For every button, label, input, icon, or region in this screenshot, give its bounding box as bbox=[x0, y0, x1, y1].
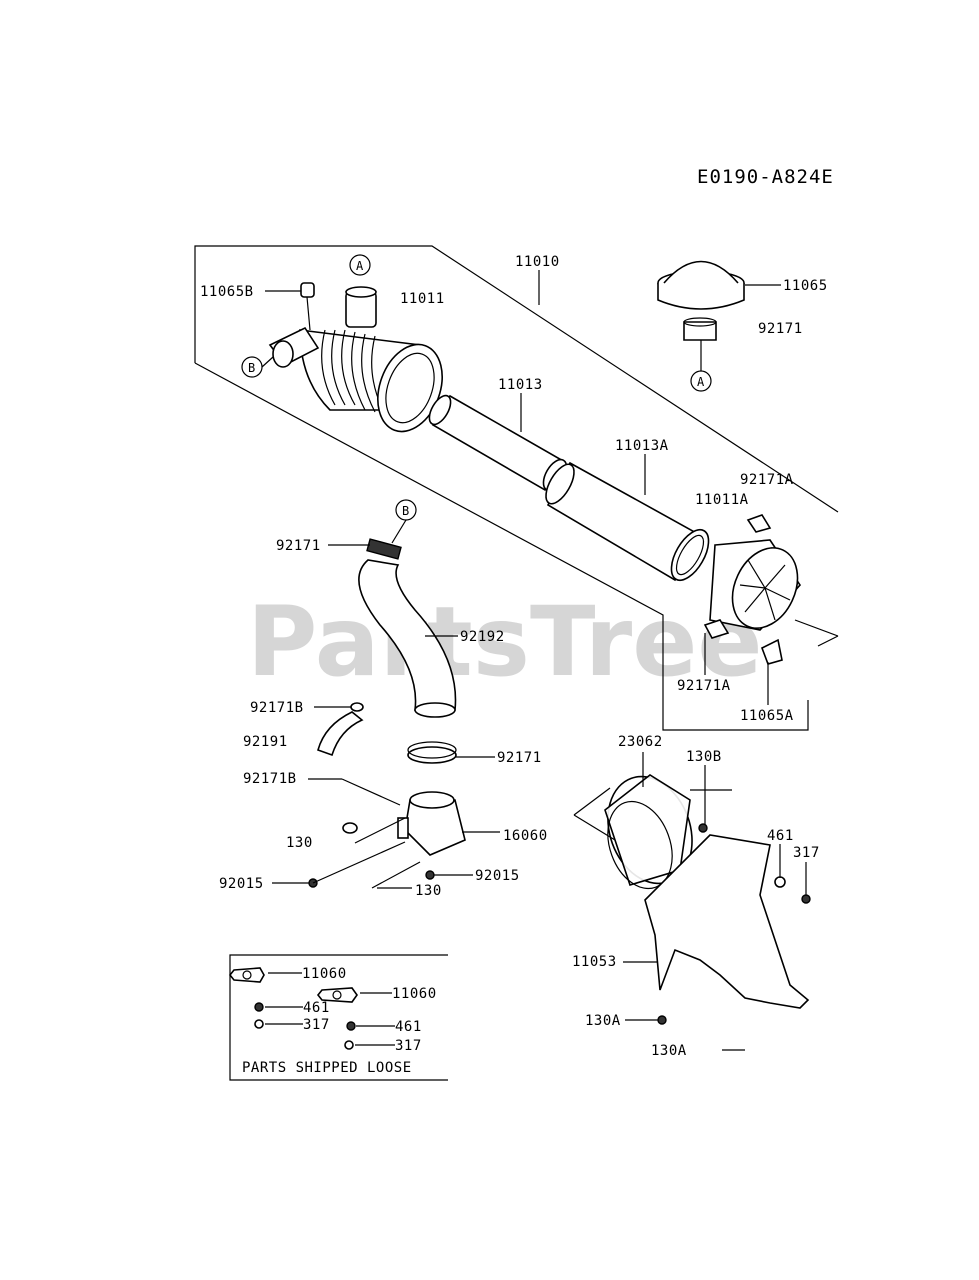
bolt-130-upper bbox=[354, 817, 406, 844]
primary-filter-element bbox=[428, 394, 568, 492]
box-label-461-1: 461 bbox=[303, 1000, 330, 1016]
box-label-461-2: 461 bbox=[395, 1019, 422, 1035]
label-11013a: 11013A bbox=[615, 438, 669, 454]
hose-end bbox=[414, 702, 456, 718]
nut-92015-right bbox=[425, 870, 435, 880]
breather-hose bbox=[317, 711, 364, 757]
label-317: 317 bbox=[793, 845, 820, 861]
label-130a-2: 130A bbox=[651, 1043, 687, 1059]
label-11065b: 11065B bbox=[200, 284, 254, 300]
callout-a-top: A bbox=[349, 254, 371, 276]
label-92015-1: 92015 bbox=[219, 876, 264, 892]
label-92192: 92192 bbox=[460, 629, 505, 645]
leader-lines bbox=[265, 270, 807, 1021]
label-92191: 92191 bbox=[243, 734, 288, 750]
label-11011: 11011 bbox=[400, 291, 445, 307]
bolt-130-lower bbox=[371, 861, 421, 889]
label-92171-b: 92171 bbox=[276, 538, 321, 554]
box-label-11060-1: 11060 bbox=[302, 966, 347, 982]
label-92171a-bottom: 92171A bbox=[677, 678, 731, 694]
intake-elbow bbox=[397, 791, 466, 856]
air-cleaner-cover bbox=[703, 514, 802, 665]
svg-text:B: B bbox=[402, 504, 409, 518]
bolt-130a-1-icon bbox=[657, 1015, 667, 1025]
callout-a-right: A bbox=[690, 370, 712, 392]
label-11053: 11053 bbox=[572, 954, 617, 970]
label-92171-top: 92171 bbox=[758, 321, 803, 337]
cover-vanes bbox=[739, 559, 791, 621]
label-11010: 11010 bbox=[515, 254, 560, 270]
callout-b-left: B bbox=[241, 356, 263, 378]
box-title: PARTS SHIPPED LOOSE bbox=[242, 1060, 412, 1076]
washer-461-box-1-icon bbox=[254, 1002, 264, 1012]
hose-clamp-mid bbox=[407, 741, 457, 764]
parts-shipped-loose-box: 11060 11060 461 317 461 317 PARTS SHIPPE… bbox=[228, 954, 448, 1081]
label-92171a-top: 92171A bbox=[740, 472, 794, 488]
svg-text:A: A bbox=[356, 259, 364, 273]
washer-461-box-2-icon bbox=[346, 1021, 356, 1031]
label-11011a: 11011A bbox=[695, 492, 749, 508]
label-11065: 11065 bbox=[783, 278, 828, 294]
hose-clamp-b-icon bbox=[350, 702, 364, 712]
label-92015-2: 92015 bbox=[475, 868, 520, 884]
diagram-code: E0190-A824E bbox=[697, 166, 834, 188]
precleaner-cap bbox=[657, 260, 745, 341]
label-11013: 11013 bbox=[498, 377, 543, 393]
air-cleaner-bracket bbox=[644, 834, 810, 1009]
label-130a-1: 130A bbox=[585, 1013, 621, 1029]
label-11065a: 11065A bbox=[740, 708, 794, 724]
nut-317-box-1-icon bbox=[254, 1019, 264, 1029]
label-130b: 130B bbox=[686, 749, 722, 765]
box-label-317-1: 317 bbox=[303, 1017, 330, 1033]
housing-ribs bbox=[321, 329, 386, 415]
label-23062: 23062 bbox=[618, 734, 663, 750]
nut-317-box-2-icon bbox=[344, 1040, 354, 1050]
callout-b-hose: B bbox=[395, 499, 417, 521]
watermark: PartsTree bbox=[247, 586, 762, 698]
bolt-130b-icon bbox=[698, 823, 708, 833]
air-cleaner-assembly-outline bbox=[194, 245, 839, 731]
svg-text:A: A bbox=[697, 375, 705, 389]
gasket-11060-2-icon bbox=[316, 987, 358, 1003]
label-461: 461 bbox=[767, 828, 794, 844]
hose-clamp-icon bbox=[366, 538, 402, 560]
svg-text:B: B bbox=[248, 361, 255, 375]
label-92171-mid: 92171 bbox=[497, 750, 542, 766]
gasket-11060-1-icon bbox=[228, 967, 265, 983]
hose-clamp-b2-icon bbox=[342, 822, 358, 834]
label-130-2: 130 bbox=[415, 883, 442, 899]
label-16060: 16060 bbox=[503, 828, 548, 844]
washer-461-icon bbox=[774, 876, 786, 888]
label-92171b-2: 92171B bbox=[243, 771, 297, 787]
label-92171b-1: 92171B bbox=[250, 700, 304, 716]
label-130-1: 130 bbox=[286, 835, 313, 851]
box-label-11060-2: 11060 bbox=[392, 986, 437, 1002]
air-cleaner-housing bbox=[268, 282, 443, 433]
box-label-317-2: 317 bbox=[395, 1038, 422, 1054]
secondary-filter-element bbox=[545, 461, 710, 582]
nut-317-icon bbox=[801, 894, 811, 904]
